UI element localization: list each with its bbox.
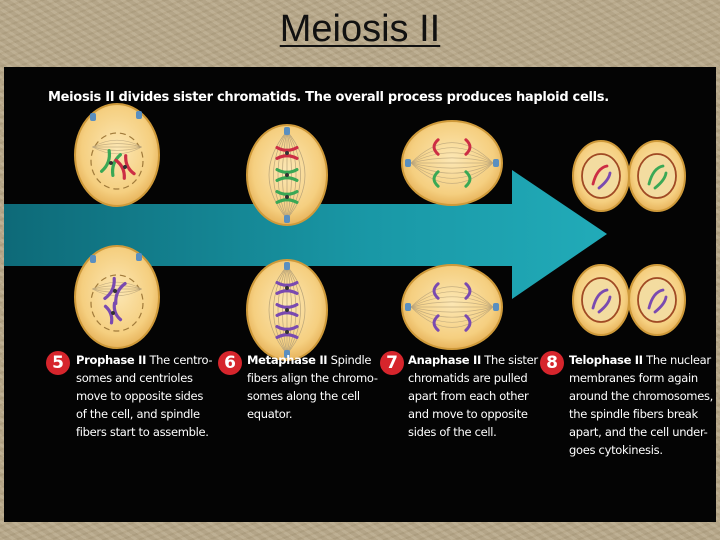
telophase-cell-3 [573, 265, 629, 335]
stage-6-title: Metaphase II [247, 353, 327, 367]
stage-5-title: Prophase II [76, 353, 146, 367]
stage-7-line: The sister [484, 353, 538, 367]
stage-5-badge: 5 [46, 351, 70, 375]
anaphase-cell-bottom [402, 265, 502, 349]
stage-5-line: of the cell, and spindle [76, 405, 212, 423]
stage-7-caption: Anaphase II The sister chromatids are pu… [408, 351, 538, 441]
stage-8-line: goes cytokinesis. [569, 441, 713, 459]
stage-8-line: membranes form again [569, 369, 713, 387]
prophase-cell-top [75, 104, 159, 206]
stage-6-line: Spindle [331, 353, 372, 367]
intro-text: Meiosis II divides sister chromatids. Th… [48, 90, 609, 105]
stage-8-line: around the chromosomes, [569, 387, 713, 405]
stage-7-title: Anaphase II [408, 353, 481, 367]
stage-7-badge: 7 [380, 351, 404, 375]
stage-5-line: fibers start to assemble. [76, 423, 212, 441]
anaphase-cell-top [402, 121, 502, 205]
stage-7-line: sides of the cell. [408, 423, 538, 441]
stage-8-caption: Telophase II The nuclear membranes form … [569, 351, 713, 459]
stage-8-line: apart, and the cell under- [569, 423, 713, 441]
stage-6-caption: Metaphase II Spindle fibers align the ch… [247, 351, 378, 423]
telophase-cell-1 [573, 141, 629, 211]
meiosis-figure: Meiosis II divides sister chromatids. Th… [4, 67, 716, 522]
stage-6-line: equator. [247, 405, 378, 423]
slide-title: Meiosis II [0, 8, 720, 51]
stage-5-line: The centro- [149, 353, 212, 367]
stage-5-line: move to opposite sides [76, 387, 212, 405]
stage-7-line: chromatids are pulled [408, 369, 538, 387]
stage-6-line: fibers align the chromo- [247, 369, 378, 387]
telophase-cell-2 [629, 141, 685, 211]
metaphase-cell-bottom [247, 260, 327, 360]
stage-7-line: apart from each other [408, 387, 538, 405]
stage-8-badge: 8 [540, 351, 564, 375]
prophase-cell-bottom [75, 246, 159, 348]
stage-8-line: The nuclear [646, 353, 711, 367]
stage-6-badge: 6 [218, 351, 242, 375]
metaphase-cell-top [247, 125, 327, 225]
stage-7-line: and move to opposite [408, 405, 538, 423]
stage-5-line: somes and centrioles [76, 369, 212, 387]
stage-6-line: somes along the cell [247, 387, 378, 405]
stage-5-caption: Prophase II The centro- somes and centri… [76, 351, 212, 441]
telophase-cell-4 [629, 265, 685, 335]
stage-8-title: Telophase II [569, 353, 643, 367]
stage-8-line: the spindle fibers break [569, 405, 713, 423]
